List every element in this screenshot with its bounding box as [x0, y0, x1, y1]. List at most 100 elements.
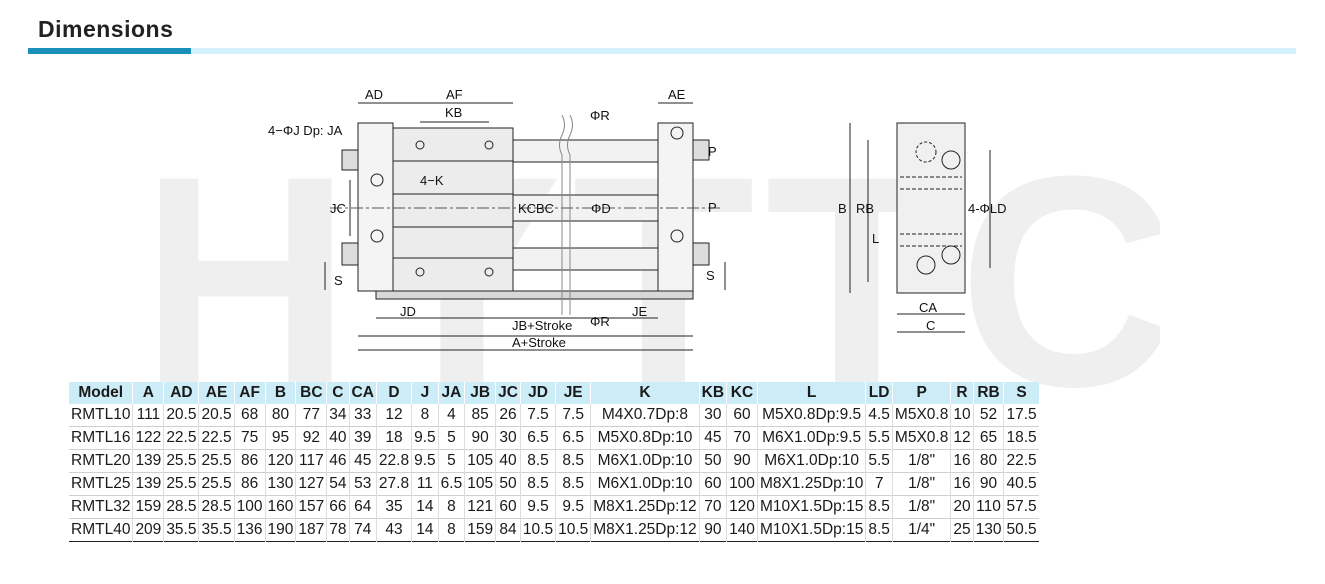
table-cell: 6.5 [519, 426, 556, 450]
table-cell: 75 [233, 426, 266, 450]
table-cell: 5 [437, 449, 465, 473]
table-cell: 35.5 [163, 518, 199, 542]
table-cell: 92 [295, 426, 327, 450]
column-header-model: Model [69, 382, 133, 404]
table-cell: 25.5 [198, 472, 235, 496]
table-cell: 35 [375, 495, 412, 519]
table-cell: 6.5 [555, 426, 591, 450]
table-cell: 120 [726, 495, 758, 519]
table-cell: M8X1.25Dp:12 [590, 495, 700, 519]
table-cell: 33 [348, 404, 377, 427]
label-k: 4−K [420, 173, 444, 188]
table-cell: 25 [950, 518, 974, 542]
label-s-right: S [706, 268, 715, 283]
table-cell: 18.5 [1003, 426, 1039, 450]
table-cell: M8X1.25Dp:10 [756, 472, 866, 496]
table-cell: 26 [495, 404, 521, 427]
label-je: JE [632, 304, 648, 319]
label-ld: 4-ΦLD [968, 201, 1007, 216]
table-cell: 9.5 [555, 495, 591, 519]
label-jd: JD [400, 304, 416, 319]
label-ca: CA [919, 300, 937, 315]
table-cell: 45 [698, 426, 727, 450]
table-cell: RMTL10 [71, 406, 131, 423]
table-cell: RMTL32 [71, 498, 131, 515]
table-cell: 9.5 [519, 495, 556, 519]
table-cell: 78 [326, 518, 350, 542]
title-underline-accent [28, 48, 191, 54]
column-header-af: AF [233, 382, 266, 404]
label-phi-d: ΦD [591, 201, 611, 216]
label-bc: BC [536, 201, 554, 216]
label-p-mid: P [708, 200, 717, 215]
label-s-left: S [334, 273, 343, 288]
table-cell: 54 [326, 472, 350, 496]
table-cell: 136 [233, 518, 266, 542]
table-cell: 159 [132, 495, 164, 519]
column-header-j: J [411, 382, 439, 404]
table-cell: 140 [726, 518, 758, 542]
table-cell: 8.5 [555, 472, 591, 496]
table-cell: 127 [295, 472, 327, 496]
table-cell: 16 [950, 472, 974, 496]
table-cell: 1/8" [891, 472, 951, 496]
table-cell: 10 [950, 404, 974, 427]
table-cell: 25.5 [198, 449, 235, 473]
page-title: Dimensions [38, 16, 174, 42]
table-cell: 95 [264, 426, 296, 450]
right-end-plate [657, 122, 694, 292]
table-cell: 9.5 [411, 426, 439, 450]
label-p-top: P [708, 144, 717, 159]
table-cell: 7.5 [519, 404, 556, 427]
table-cell: 10.5 [519, 518, 556, 542]
table-cell: 4.5 [865, 404, 893, 427]
table-cell: 57.5 [1003, 495, 1039, 519]
table-cell: 10.5 [555, 518, 591, 542]
table-cell: 35.5 [198, 518, 235, 542]
table-cell: 14 [411, 495, 439, 519]
table-cell: 28.5 [163, 495, 199, 519]
table-cell: 139 [132, 449, 164, 473]
column-header-c: C [326, 382, 350, 404]
column-header-kc: KC [726, 382, 758, 404]
column-header-r: R [950, 382, 974, 404]
table-cell: 45 [348, 449, 377, 473]
table-cell: M5X0.8 [891, 426, 951, 450]
label-phi-r-bottom: ΦR [590, 314, 610, 329]
label-ad: AD [365, 87, 383, 102]
table-cell: RMTL16 [71, 429, 131, 446]
table-cell: M6X1.0Dp:10 [590, 449, 700, 473]
label-holes: 4−ΦJ Dp: JA [268, 123, 343, 138]
table-cell: 53 [348, 472, 377, 496]
table-cell: 90 [464, 426, 496, 450]
table-cell: 50 [495, 472, 521, 496]
table-cell: 14 [411, 518, 439, 542]
table-cell: RMTL40 [71, 521, 131, 538]
table-cell: M6X1.0Dp:9.5 [756, 426, 866, 450]
table-cell: 34 [326, 404, 350, 427]
column-header-b: B [264, 382, 296, 404]
table-cell: 11 [411, 472, 439, 496]
table-cell: 105 [464, 472, 496, 496]
cylinder-body [392, 127, 514, 292]
table-cell: 30 [698, 404, 727, 427]
table-cell: 7 [865, 472, 893, 496]
table-cell: 40 [495, 449, 521, 473]
drawing-labels: AD AF AE KB ΦR 4−ΦJ Dp: JA 4−K JC KC BC … [268, 87, 1007, 350]
table-cell: 27.8 [375, 472, 412, 496]
label-a-stroke: A+Stroke [512, 335, 566, 350]
table-cell: 187 [295, 518, 327, 542]
table-cell: 209 [132, 518, 164, 542]
table-cell: 7.5 [555, 404, 591, 427]
column-header-kb: KB [698, 382, 727, 404]
table-cell: 22.5 [1003, 449, 1039, 473]
label-phi-r-top: ΦR [590, 108, 610, 123]
table-cell: 130 [972, 518, 1004, 542]
table-cell: 6.5 [437, 472, 465, 496]
table-cell: 20 [950, 495, 974, 519]
table-cell: 25.5 [163, 449, 199, 473]
label-jb-stroke: JB+Stroke [512, 318, 572, 333]
